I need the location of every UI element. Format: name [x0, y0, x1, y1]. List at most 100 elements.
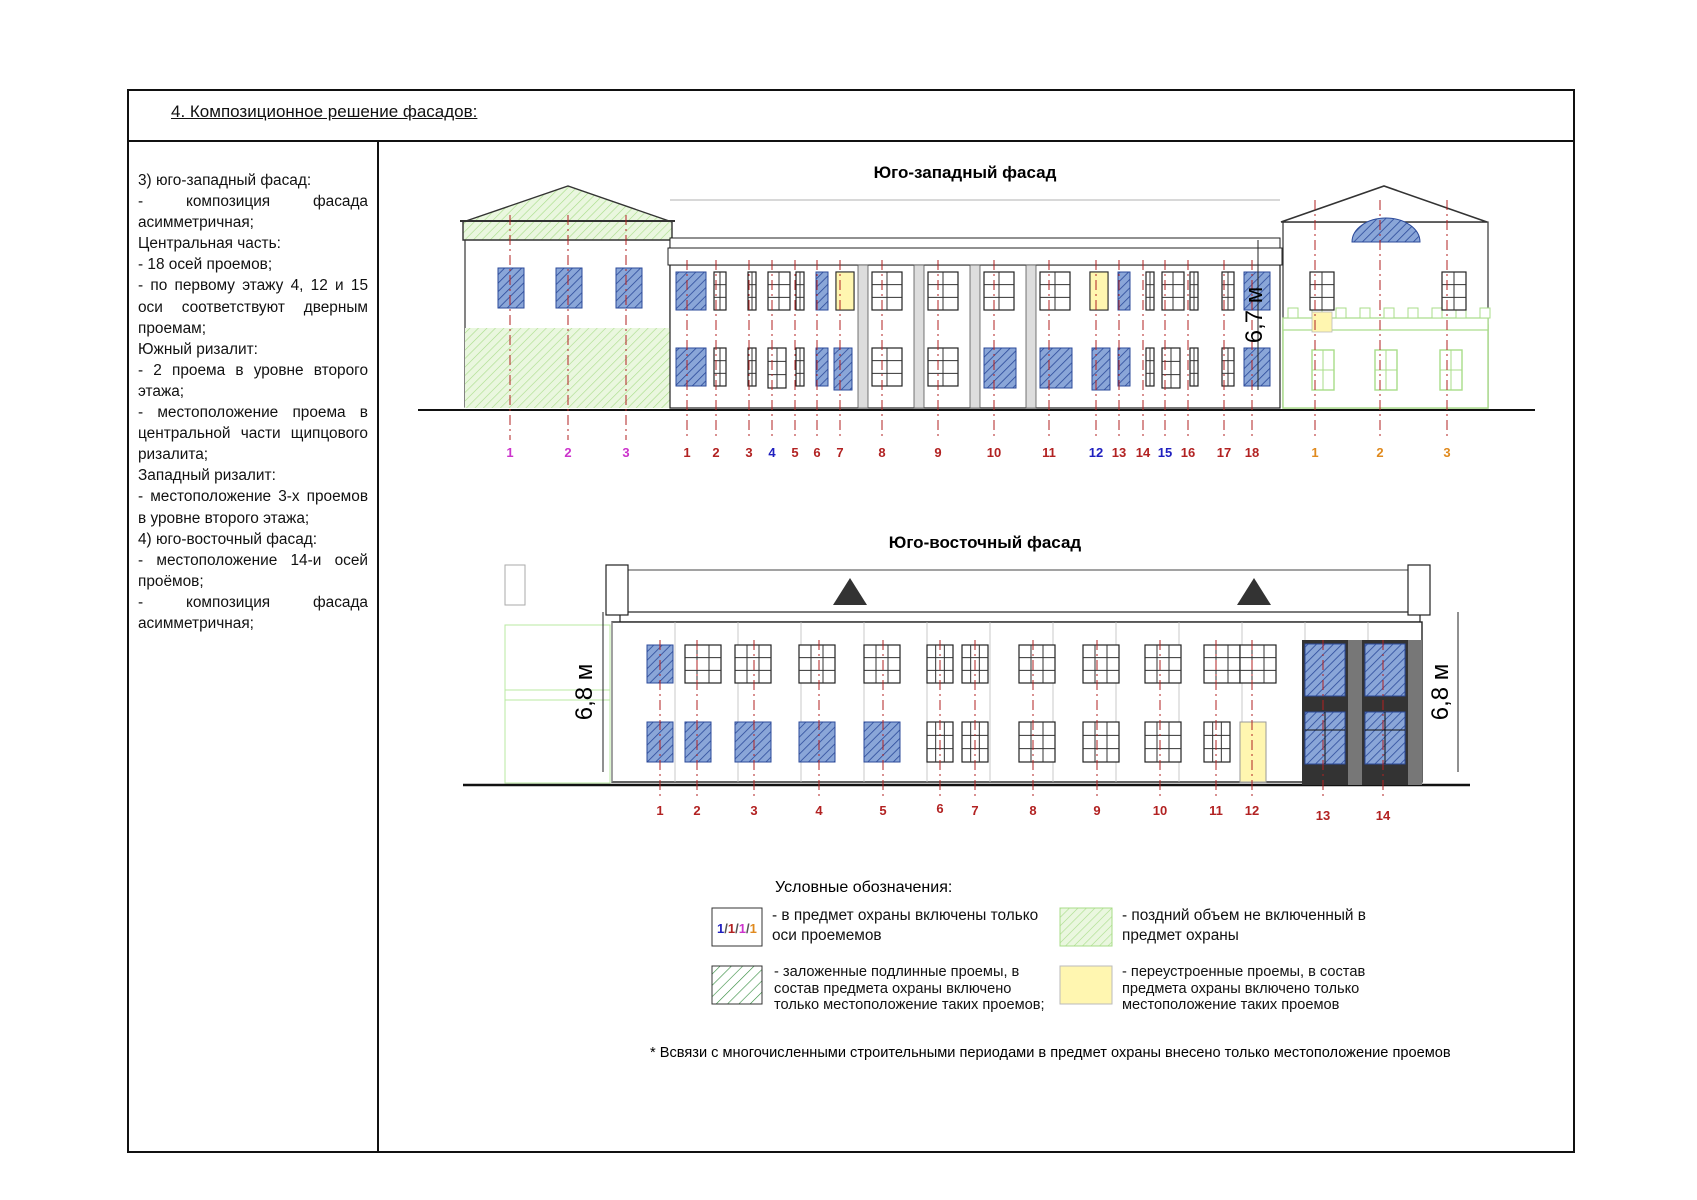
legend-axis-sample: 1 [750, 921, 757, 936]
sw-central-axis-label: 5 [791, 445, 798, 460]
se-axis-label: 12 [1245, 803, 1259, 818]
se-axis-label: 14 [1376, 808, 1391, 823]
se-facade [463, 564, 1470, 800]
window [1203, 721, 1231, 763]
blocked-opening [1039, 347, 1073, 389]
sw-south-axis-label: 1 [1311, 445, 1318, 460]
dormer [833, 578, 867, 605]
window [1144, 644, 1182, 684]
window [1018, 721, 1056, 763]
rebuilt-door [1239, 721, 1267, 783]
window [926, 644, 954, 684]
se-axis-label: 2 [693, 803, 700, 818]
description-line: - композиция фасада асимметричная; [138, 593, 368, 632]
description-line: - местоположение 3-х проемов в уровне вт… [138, 488, 368, 527]
late-neighbor [504, 624, 611, 784]
sw-south-axis-label: 3 [1443, 445, 1450, 460]
south-gable [1280, 185, 1488, 223]
description-line: - по первому этажу 4, 12 и 15 оси соотве… [138, 277, 368, 337]
sw-central-axis-label: 6 [813, 445, 820, 460]
se-axis-label: 3 [750, 803, 757, 818]
sw-central-axis-label: 7 [836, 445, 843, 460]
se-axis-label: 6 [936, 801, 943, 816]
legend-axis-sample: 1 [717, 921, 724, 936]
window [1203, 644, 1241, 684]
sw-central-axis-label: 10 [987, 445, 1001, 460]
se-body [611, 621, 1423, 783]
sw-central-axis-label: 18 [1245, 445, 1259, 460]
sw-central-axis-label: 12 [1089, 445, 1103, 460]
legend-axes-swatch: 1/1/1/1 [711, 907, 763, 947]
window [1082, 721, 1120, 763]
blocked-opening [1243, 347, 1271, 387]
se-facade-title: Юго-восточный фасад [889, 533, 1082, 552]
page-title: 4. Композиционное решение фасадов: [171, 102, 478, 121]
sw-central-axis-label: 9 [934, 445, 941, 460]
window [798, 644, 836, 684]
column-divider [377, 140, 379, 1151]
svg-text:1/1/1/1: 1/1/1/1 [717, 921, 757, 936]
blocked-opening [1364, 643, 1406, 697]
se-axis-label: 1 [656, 803, 663, 818]
sw-central-axis-label: 2 [712, 445, 719, 460]
se-axis-label: 9 [1093, 803, 1100, 818]
sw-central-axis-label: 11 [1042, 445, 1056, 460]
se-axis-label: 13 [1316, 808, 1330, 823]
sw-central-axis-label: 15 [1158, 445, 1172, 460]
description-line: - 18 осей проемов; [138, 256, 273, 274]
description-line: Центральная часть: [138, 235, 281, 253]
description-line: - 2 проема в уровне второго этажа; [138, 361, 368, 400]
window [1239, 644, 1277, 684]
blocked-opening [863, 721, 901, 763]
sw-central-axis-label: 17 [1217, 445, 1231, 460]
window [1018, 644, 1056, 684]
blocked-opening [1304, 643, 1346, 697]
sw-facade [418, 185, 1535, 440]
sheet-header: 4. Композиционное решение фасадов: [129, 91, 1573, 142]
legend-axis-sample: 1 [728, 921, 735, 936]
sw-dimension: 6,7 м [1241, 287, 1268, 344]
blocked-opening [555, 267, 583, 309]
description-line: Южный ризалит: [138, 340, 258, 358]
blocked-opening [798, 721, 836, 763]
legend-rebuilt-text: - переустроенные проемы, в состав предме… [1122, 964, 1366, 1013]
legend-axis-sample: 1 [739, 921, 746, 936]
sw-central-axis-label: 16 [1181, 445, 1195, 460]
description-line: - местоположение 14-и осей проёмов; [138, 551, 368, 590]
sw-central-axis-label: 14 [1136, 445, 1151, 460]
blocked-opening [675, 347, 707, 387]
blocked-opening [1117, 347, 1131, 387]
window [1144, 721, 1182, 763]
blocked-opening [815, 271, 829, 311]
legend-title: Условные обозначения: [775, 879, 952, 896]
sheet-frame: 4. Композиционное решение фасадов: 3) юг… [127, 89, 1575, 1153]
window [1082, 644, 1120, 684]
description-line: - композиция фасада асимметричная; [138, 193, 368, 232]
legend-blocked-swatch [711, 965, 763, 1005]
gable-lunette [1351, 217, 1421, 243]
blocked-opening [675, 271, 707, 311]
window [684, 644, 722, 684]
legend-axes-text: - в предмет охраны включены только оси п… [772, 907, 1039, 944]
chimney [1407, 564, 1431, 616]
description-line: 4) юго-восточный фасад: [138, 530, 318, 548]
description-line: 3) юго-западный фасад: [138, 172, 312, 189]
blocked-opening [1091, 347, 1111, 391]
window [734, 644, 772, 684]
blocked-opening [1243, 271, 1271, 311]
se-axis-label: 5 [879, 803, 886, 818]
dormer [1237, 578, 1271, 605]
footnote: * Всвязи с многочисленными строительными… [650, 1045, 1451, 1061]
west-gable [462, 185, 673, 241]
description-panel: 3) юго-западный фасад: - композиция фаса… [138, 170, 368, 634]
blocked-opening [815, 347, 829, 387]
sw-west-axis-label: 2 [564, 445, 571, 460]
se-axis-label: 4 [815, 803, 823, 818]
blocked-opening [833, 347, 853, 391]
se-axis-label: 10 [1153, 803, 1167, 818]
eaves [619, 611, 1421, 623]
blocked-opening [1117, 271, 1131, 311]
blocked-opening [734, 721, 772, 763]
legend-rebuilt-swatch [1059, 965, 1113, 1005]
